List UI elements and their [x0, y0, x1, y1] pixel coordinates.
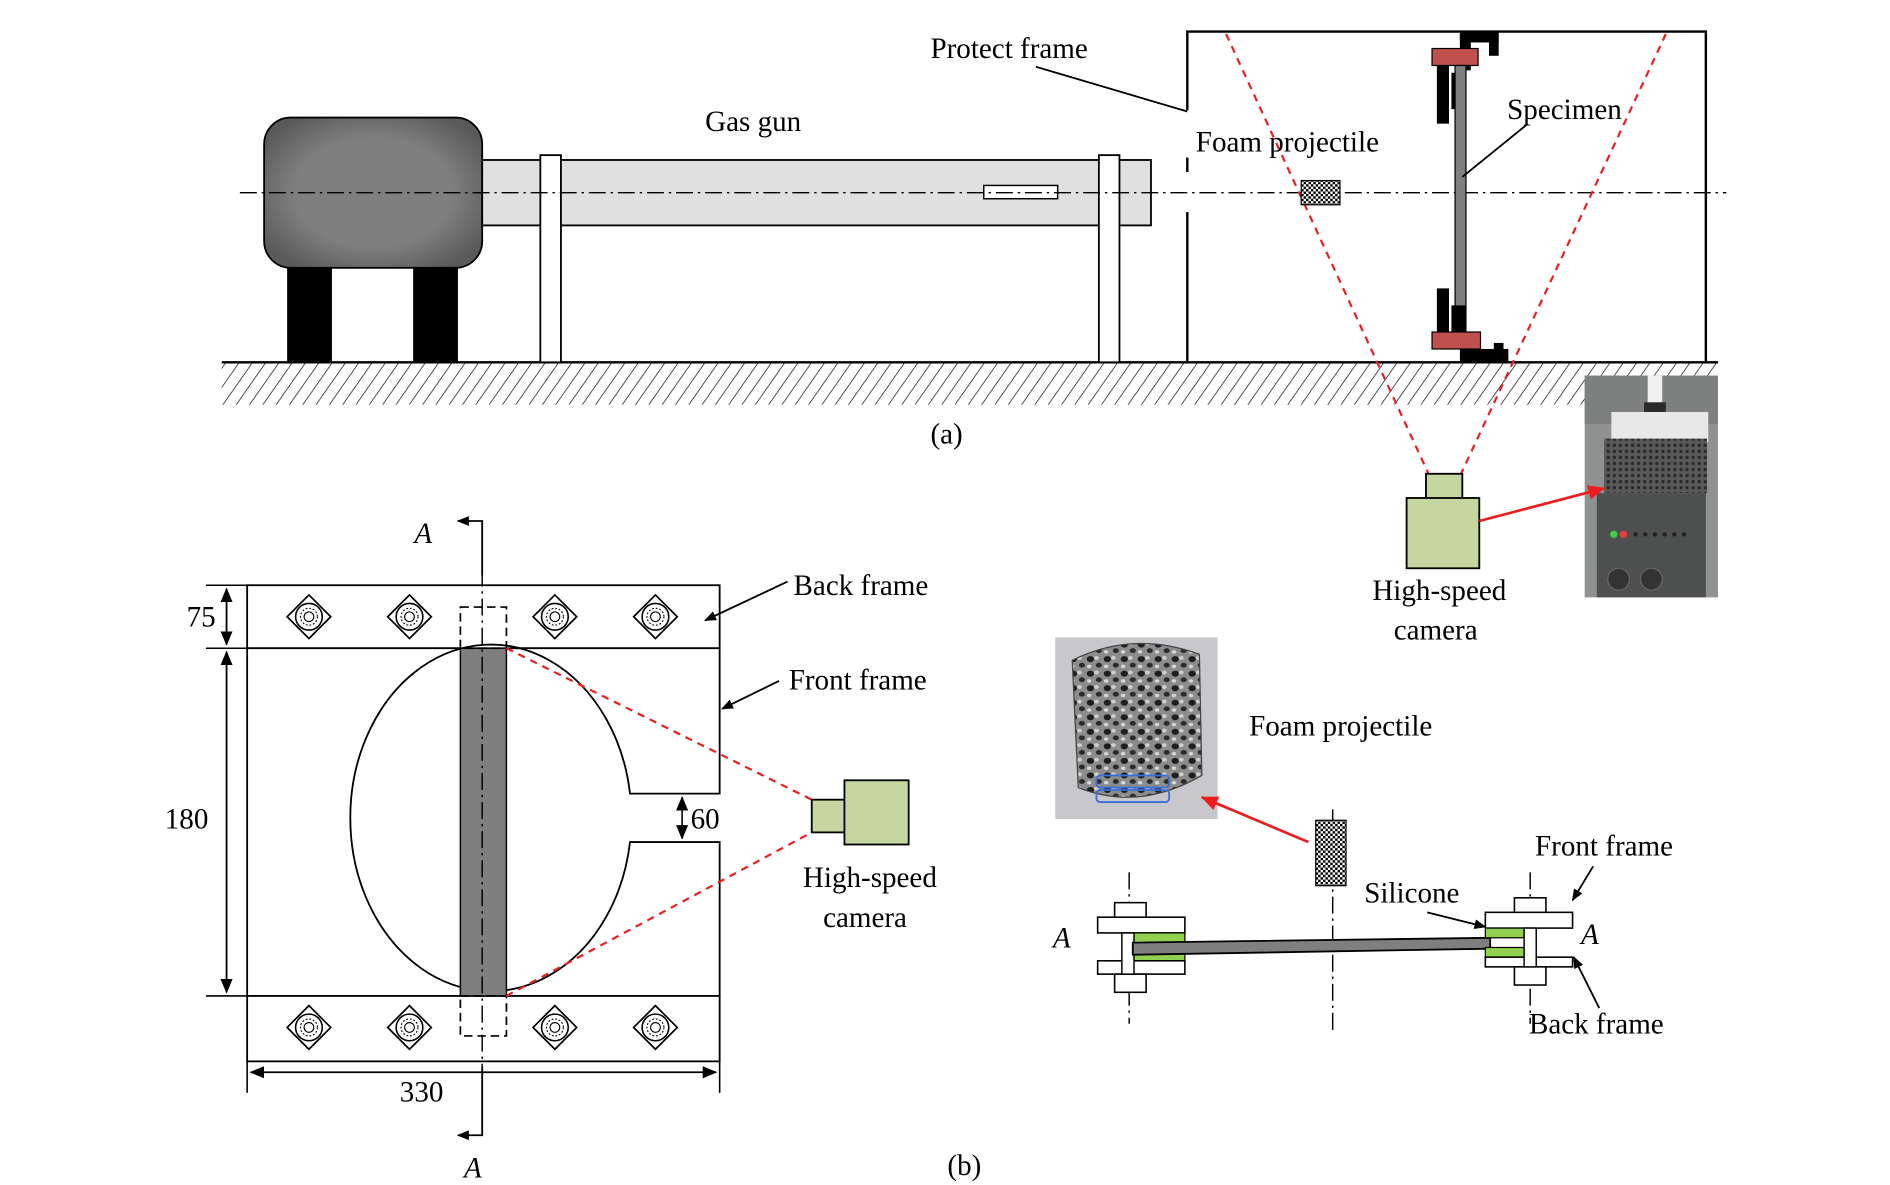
panel-b: A A 75 180 60 330 Back frame Fro [165, 516, 1673, 1185]
camera-label-b-line1: High-speed [803, 862, 937, 894]
foam-projectile-label-b: Foam projectile [1249, 710, 1432, 742]
camera-fov-line-right [1458, 33, 1667, 477]
specimen [1454, 64, 1467, 343]
bolt-icon [632, 1004, 679, 1051]
gas-gun-label: Gas gun [705, 106, 802, 138]
dim-label-60: 60 [691, 804, 720, 836]
sabot [983, 184, 1059, 200]
bolt-icon [285, 593, 332, 640]
camera-photo-arrow [1478, 485, 1606, 523]
camera-fov-line-left [1225, 33, 1431, 477]
section-specimen [1131, 936, 1492, 956]
bolt-icon [285, 1004, 332, 1051]
camera-fov-b-bottom [505, 831, 813, 997]
protect-frame-leader [1035, 65, 1188, 113]
bolt-icon [531, 1004, 578, 1051]
front-frame-label: Front frame [789, 664, 927, 696]
specimen-leader [1461, 124, 1528, 178]
ground [221, 361, 1718, 405]
specimen-strip [459, 647, 508, 997]
bolt-icon [386, 1004, 433, 1051]
camera-photo [1584, 375, 1718, 598]
dim-label-330: 330 [400, 1076, 444, 1108]
camera-label-a-line2: camera [1394, 615, 1478, 647]
front-frame-section-leader [1571, 865, 1594, 902]
protect-frame [1186, 30, 1708, 363]
barrel-support-1 [539, 154, 562, 364]
foam-projectile-section [1315, 819, 1347, 887]
clamp-bottom [1431, 331, 1482, 350]
gas-gun-tank [263, 116, 484, 363]
back-frame-section-label: Back frame [1529, 1008, 1664, 1040]
panel-a-caption: (a) [930, 418, 962, 450]
specimen-assembly [1431, 31, 1509, 363]
section-arrow-top [456, 516, 484, 576]
panel-b-caption: (b) [947, 1150, 981, 1182]
foam-projectile [1300, 179, 1341, 206]
foam-photo-arrow [1200, 796, 1309, 844]
section-arrow-bottom [456, 1066, 484, 1141]
camera-fov-b-top [505, 647, 813, 801]
bolts [285, 593, 679, 1051]
foam-projectile-photo [1055, 637, 1218, 820]
camera-label-b-line2: camera [823, 902, 907, 934]
silicone-label: Silicone [1364, 878, 1459, 910]
section-label-bottom: A [462, 1153, 482, 1185]
specimen-hidden-bottom [459, 995, 508, 1037]
front-frame-section-label: Front frame [1535, 830, 1673, 862]
dim-label-180: 180 [165, 804, 209, 836]
section-left-clamp [1096, 901, 1186, 994]
section-right-clamp [1484, 897, 1574, 986]
bolt-icon [386, 593, 433, 640]
back-frame-leader [704, 580, 788, 622]
back-frame-label: Back frame [794, 570, 929, 602]
clamp-top [1431, 47, 1479, 67]
bolt-icon [531, 593, 578, 640]
high-speed-camera-b [810, 779, 910, 846]
high-speed-camera-a [1405, 472, 1481, 570]
camera-label-a-line1: High-speed [1372, 575, 1506, 607]
bolt-icon [632, 593, 679, 640]
specimen-label: Specimen [1507, 94, 1622, 126]
panel-a: Protect frame Gas gun Foam projectile Sp… [221, 30, 1727, 647]
foam-projectile-label: Foam projectile [1196, 127, 1379, 159]
protect-frame-label: Protect frame [930, 33, 1087, 65]
specimen-hidden-top [459, 606, 508, 650]
front-frame-leader [720, 680, 780, 710]
section-label-top: A [412, 518, 432, 550]
section-label-right: A [1579, 919, 1599, 951]
front-frame-window [246, 643, 721, 997]
barrel-support-2 [1097, 154, 1121, 364]
section-label-left: A [1051, 922, 1071, 954]
dim-label-75: 75 [187, 601, 216, 633]
back-frame-section-leader [1572, 956, 1601, 1009]
silicone-leader [1426, 911, 1487, 929]
